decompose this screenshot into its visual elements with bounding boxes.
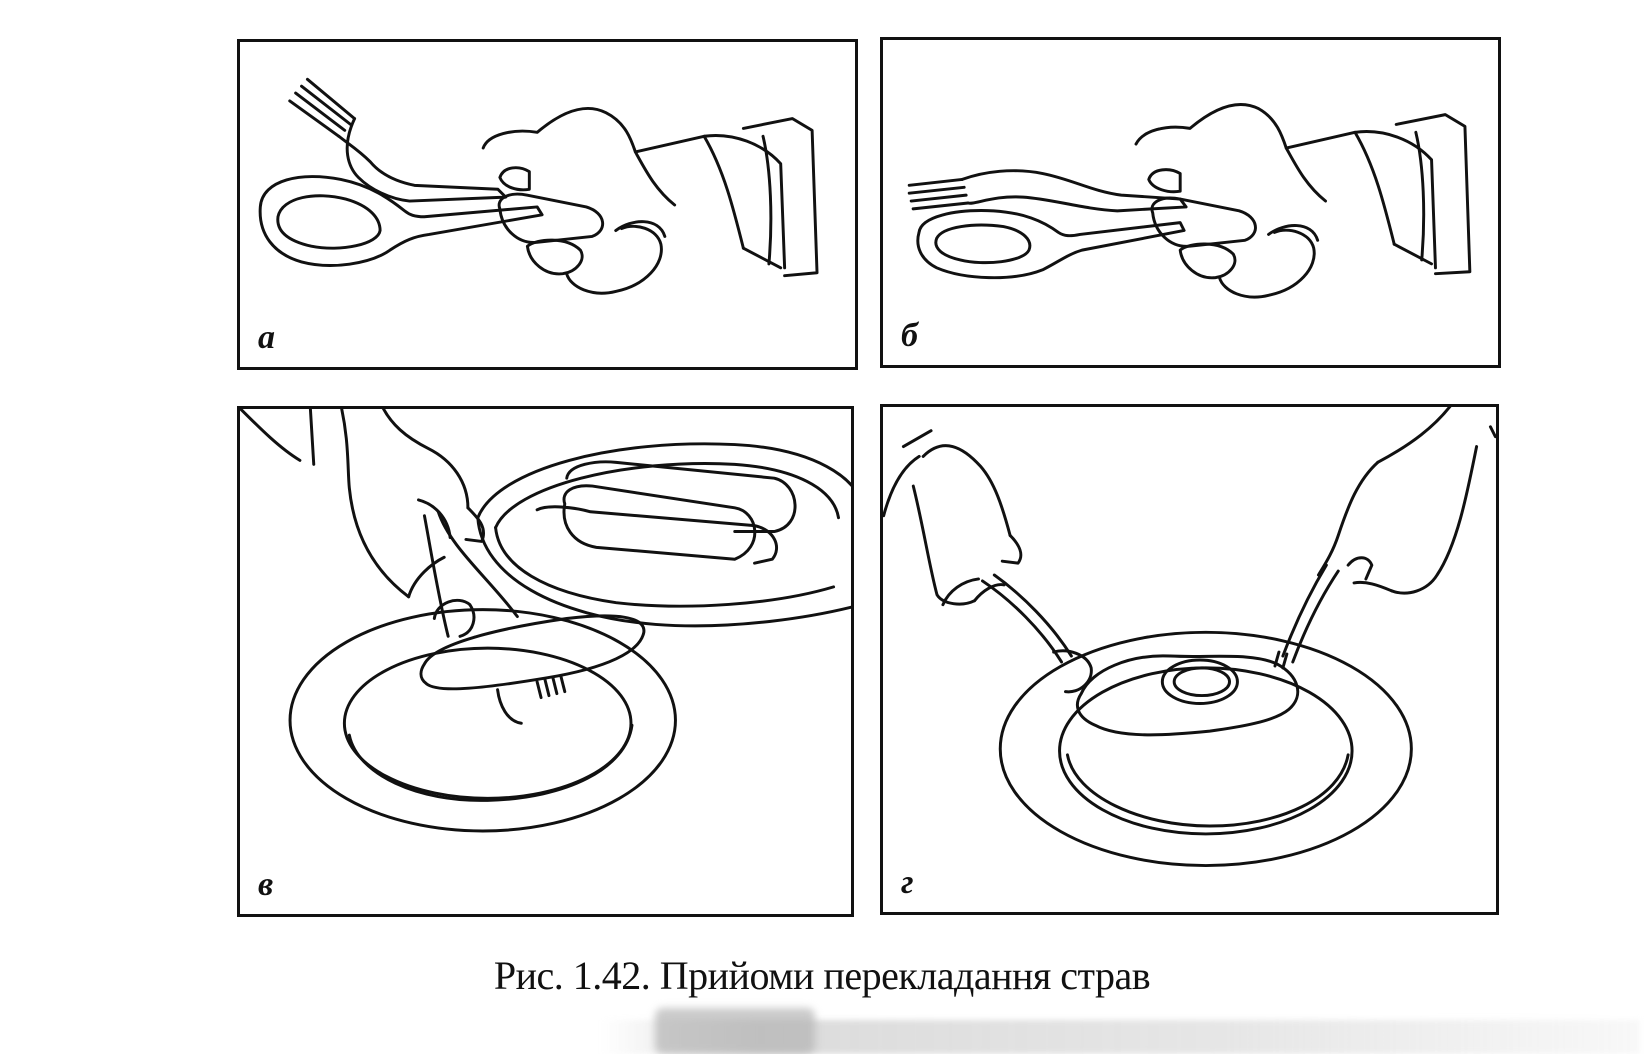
panel-label-a: а xyxy=(258,319,275,356)
hand-icon xyxy=(240,409,485,599)
fork-icon xyxy=(288,77,508,203)
spoon-icon xyxy=(258,175,544,267)
figure-panel-a: а xyxy=(237,39,858,370)
fork-icon xyxy=(1273,563,1340,670)
figure-panel-d: г xyxy=(880,404,1499,915)
panel-b-illustration xyxy=(907,103,1472,299)
figure-caption: Рис. 1.42. Прийоми перекладання страв xyxy=(493,953,1151,998)
panel-a-illustration xyxy=(258,77,819,295)
fork-icon xyxy=(907,169,1188,213)
spoon-icon xyxy=(916,209,1186,280)
figure-panel-c: в xyxy=(237,406,854,917)
panel-label-c: в xyxy=(258,866,274,903)
food-roll-icon xyxy=(419,614,646,691)
hand-icon xyxy=(1134,103,1472,299)
spoon-icon xyxy=(422,510,519,638)
figure-panel-b: б xyxy=(880,37,1501,368)
fried-egg-icon xyxy=(1076,654,1300,737)
panel-label-b: б xyxy=(901,317,918,354)
panel-d-illustration xyxy=(883,407,1496,868)
serving-dish-icon xyxy=(476,442,851,628)
hand-icon xyxy=(481,107,819,295)
right-hand-icon xyxy=(1316,407,1496,595)
food-roll-icon xyxy=(562,460,797,561)
left-hand-icon xyxy=(883,429,1023,607)
spoon-icon xyxy=(980,573,1093,694)
page-bleed-blob xyxy=(655,1008,815,1054)
fork-icon xyxy=(496,674,567,725)
panel-c-illustration xyxy=(240,409,851,833)
plate-icon xyxy=(288,608,677,833)
panel-label-d: г xyxy=(901,864,914,901)
